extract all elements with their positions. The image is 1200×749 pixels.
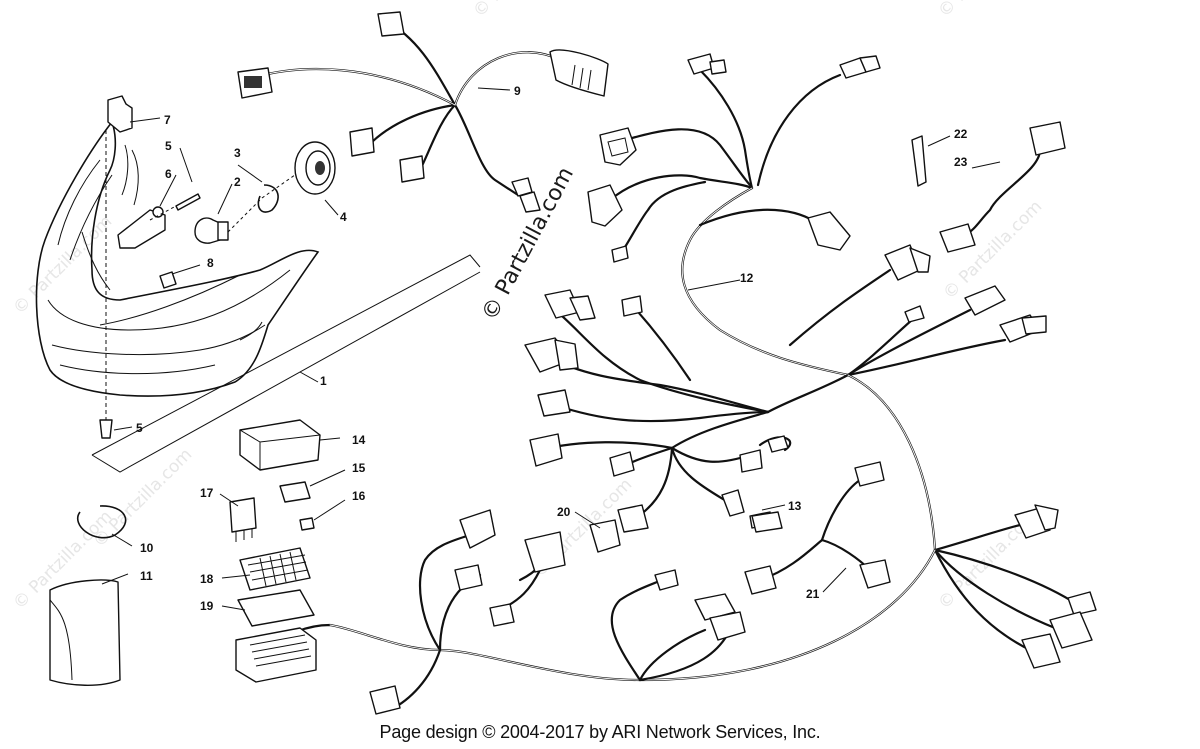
label-14: 14 xyxy=(352,433,366,447)
label-1: 1 xyxy=(320,374,327,388)
label-6: 6 xyxy=(165,167,172,181)
label-19: 19 xyxy=(200,599,214,613)
faint-watermarks: © Partzilla.com © Partzilla.com © Partzi… xyxy=(9,0,1046,614)
label-11: 11 xyxy=(140,569,153,583)
label-8: 8 xyxy=(207,256,214,270)
label-4: 4 xyxy=(340,210,347,224)
watermark-faint: © Partzilla.com xyxy=(934,0,1041,22)
label-3: 3 xyxy=(234,146,241,160)
label-5-bottom: 5 xyxy=(136,421,143,435)
headlight-harness xyxy=(237,11,609,213)
label-18: 18 xyxy=(200,572,214,586)
label-2: 2 xyxy=(234,175,241,189)
label-21: 21 xyxy=(806,587,820,601)
main-harness xyxy=(260,53,1097,715)
label-7: 7 xyxy=(164,113,171,127)
label-9: 9 xyxy=(514,84,521,98)
label-23: 23 xyxy=(954,155,968,169)
label-13: 13 xyxy=(788,499,802,513)
right-small-parts xyxy=(911,121,1066,253)
label-16: 16 xyxy=(352,489,366,503)
label-10: 10 xyxy=(140,541,154,555)
part-labels: 1 2 3 4 5 5 6 7 8 9 10 11 12 13 14 15 16… xyxy=(136,84,968,613)
label-5-top: 5 xyxy=(165,139,172,153)
label-12: 12 xyxy=(740,271,754,285)
label-17: 17 xyxy=(200,486,214,500)
leader-lines xyxy=(574,279,847,593)
label-22: 22 xyxy=(954,127,968,141)
watermark-faint: © Partzilla.com xyxy=(469,0,576,22)
watermark-faint: © Partzilla.com xyxy=(89,445,196,552)
relay-fuse-parts xyxy=(49,419,346,686)
label-15: 15 xyxy=(352,461,366,475)
headlight-assembly xyxy=(35,95,481,473)
footer-copyright: Page design © 2004-2017 by ARI Network S… xyxy=(379,722,821,742)
label-20: 20 xyxy=(557,505,571,519)
